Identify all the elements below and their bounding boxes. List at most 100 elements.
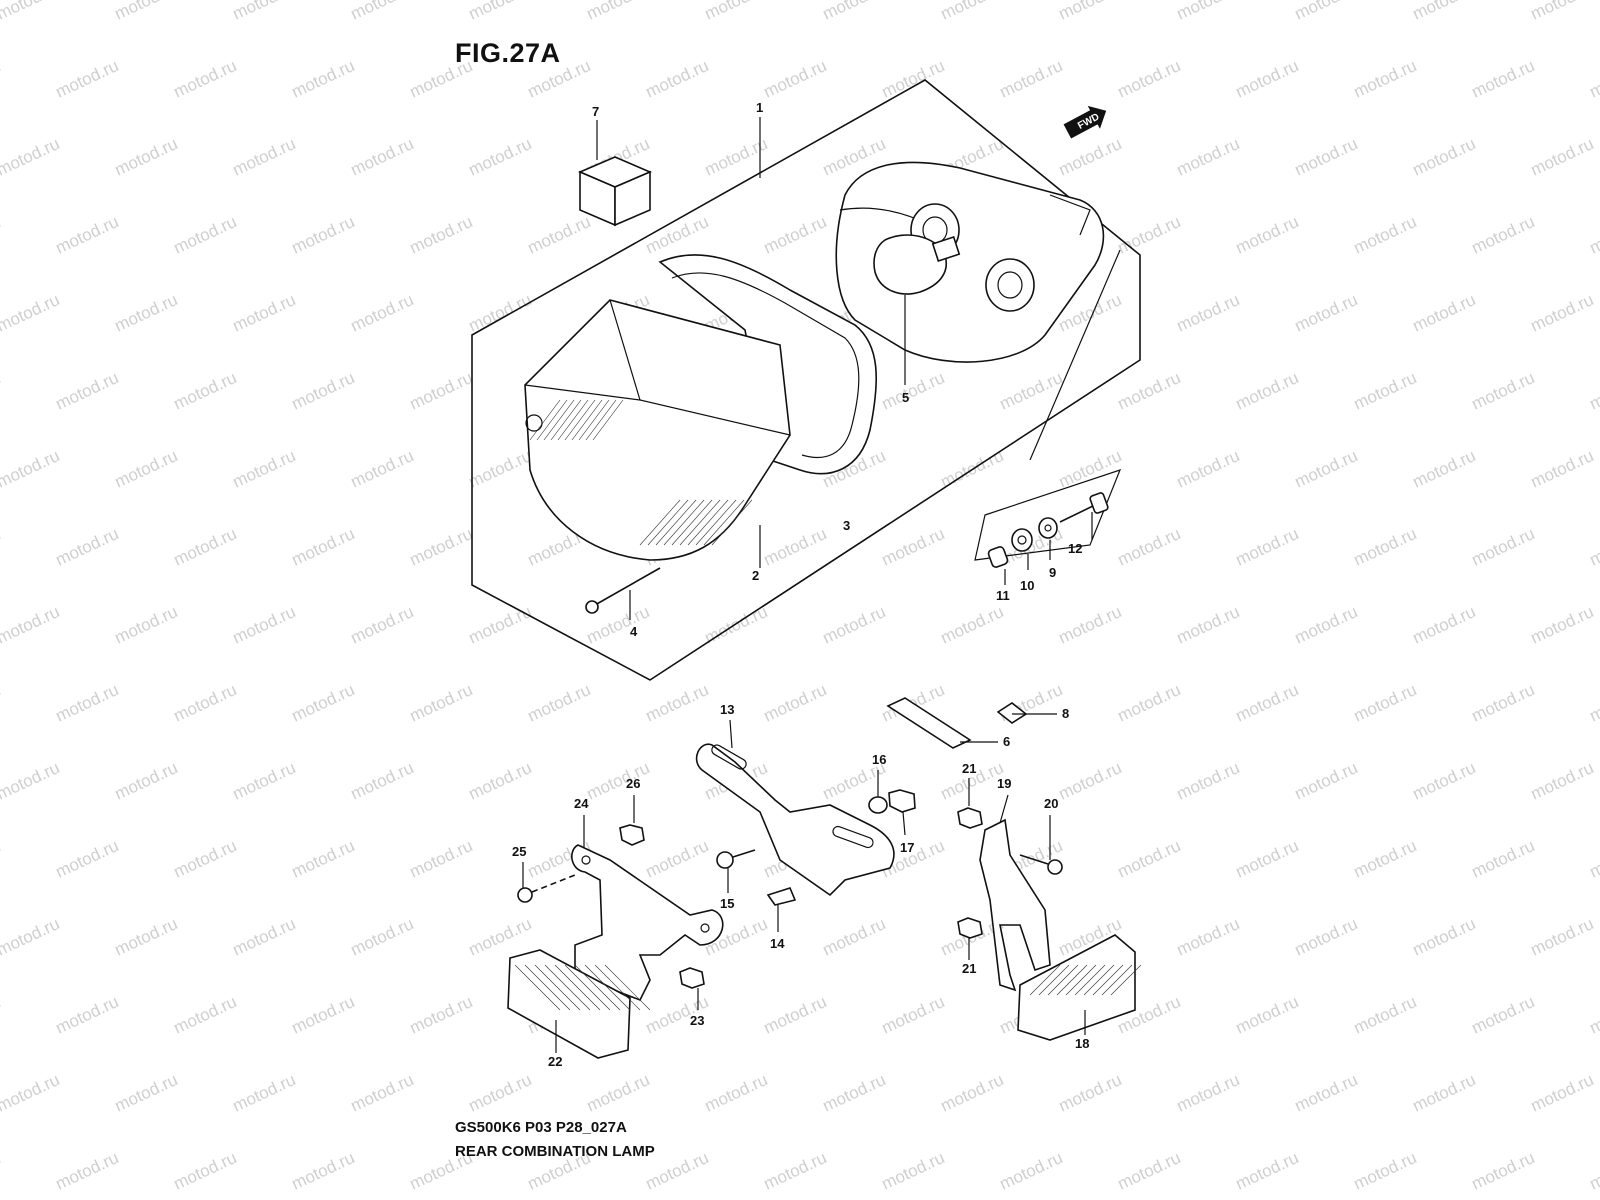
parts-14-17 <box>716 789 916 906</box>
watermark-text: motod.ru <box>1528 602 1597 648</box>
watermark-text: motod.ru <box>466 290 535 336</box>
watermark-text: motod.ru <box>1528 758 1597 804</box>
watermark-text: motod.ru <box>761 992 830 1038</box>
watermark-text: motod.ru <box>1469 680 1538 726</box>
watermark-text: motod.ru <box>1528 446 1597 492</box>
watermark-text: motod.ru <box>1410 446 1479 492</box>
hatch-line <box>578 399 610 441</box>
watermark-text: motod.ru <box>1115 1148 1184 1194</box>
watermark-text: motod.ru <box>407 992 476 1038</box>
watermark-text: motod.ru <box>53 836 122 882</box>
callout-5: 5 <box>902 390 909 405</box>
hatch-line <box>536 399 568 441</box>
hatch-line <box>679 499 721 546</box>
watermark-text: motod.ru <box>407 524 476 570</box>
watermark-text: motod.ru <box>466 134 535 180</box>
watermark-text: motod.ru <box>407 680 476 726</box>
hatch-line <box>1092 964 1124 996</box>
watermark-text: motod.ru <box>820 602 889 648</box>
hatch-line <box>585 399 617 441</box>
watermark-text: motod.ru <box>53 992 122 1038</box>
watermark-text: motod.ru <box>1469 992 1538 1038</box>
watermark-text: motod.ru <box>53 212 122 258</box>
watermark-text: motod.ru <box>1174 1070 1243 1116</box>
watermark-text: motod.ru <box>584 758 653 804</box>
watermark-text: motod.ru <box>230 290 299 336</box>
watermark-text: motod.ru <box>0 758 62 804</box>
watermark-text: motod.ru <box>643 680 712 726</box>
watermark-text: motod.ru <box>466 446 535 492</box>
callout-11: 11 <box>996 588 1010 603</box>
hatch-line <box>543 399 575 441</box>
watermark-text: motod.ru <box>1056 0 1125 24</box>
watermark-text: motod.ru <box>702 0 771 24</box>
fwd-arrow-icon: FWD <box>1063 105 1107 139</box>
watermark-text: motod.ru <box>348 914 417 960</box>
hatch-line <box>529 399 561 441</box>
callout-20: 20 <box>1044 796 1058 811</box>
watermark-text: motod.ru <box>0 992 3 1038</box>
watermark-text: motod.ru <box>348 758 417 804</box>
watermark-text: motod.ru <box>1587 992 1600 1038</box>
watermark-text: motod.ru <box>1351 836 1420 882</box>
watermark-text: motod.ru <box>1292 758 1361 804</box>
watermark-text: motod.ru <box>289 992 358 1038</box>
callout-24: 24 <box>574 796 589 811</box>
watermark-text: motod.ru <box>0 680 3 726</box>
watermark-text: motod.ru <box>289 836 358 882</box>
hatch-line <box>550 399 582 441</box>
watermark-text: motod.ru <box>171 368 240 414</box>
watermark-text: motod.ru <box>230 446 299 492</box>
callout-2: 2 <box>752 568 759 583</box>
watermark-text: motod.ru <box>112 602 181 648</box>
figure-name: REAR COMBINATION LAMP <box>455 1143 655 1160</box>
callout-25: 25 <box>512 844 526 859</box>
hatch-line <box>1110 964 1142 996</box>
watermark-text: motod.ru <box>1292 602 1361 648</box>
watermark-text: motod.ru <box>1351 680 1420 726</box>
callout-4: 4 <box>630 624 638 639</box>
watermark-text: motod.ru <box>1174 758 1243 804</box>
hatch-line <box>1083 964 1115 996</box>
watermark-text: motod.ru <box>112 134 181 180</box>
watermark-text: motod.ru <box>0 1070 62 1116</box>
watermark-text: motod.ru <box>1469 56 1538 102</box>
hatch-line <box>514 964 561 1011</box>
watermark-text: motod.ru <box>348 446 417 492</box>
watermark-text: motod.ru <box>1528 134 1597 180</box>
part-7-clamp-box <box>577 120 653 227</box>
watermark-text: motod.ru <box>525 212 594 258</box>
watermark-text: motod.ru <box>1410 758 1479 804</box>
hatch-line <box>571 399 603 441</box>
watermark-text: motod.ru <box>761 524 830 570</box>
watermark-text: motod.ru <box>997 56 1066 102</box>
hatch-line <box>1074 964 1106 996</box>
watermark-text: motod.ru <box>289 212 358 258</box>
watermark-text: motod.ru <box>938 0 1007 24</box>
watermark-text: motod.ru <box>1410 602 1479 648</box>
hatch-line <box>564 964 611 1011</box>
watermark-text: motod.ru <box>53 524 122 570</box>
parts-9-12-fasteners <box>974 469 1122 568</box>
watermark-text: motod.ru <box>230 602 299 648</box>
watermark-text: motod.ru <box>1351 212 1420 258</box>
hatch-line <box>1038 964 1070 996</box>
callout-21-lower: 21 <box>962 961 976 976</box>
watermark-text: motod.ru <box>1587 680 1600 726</box>
watermark-text: motod.ru <box>348 1070 417 1116</box>
watermark-text: motod.ru <box>879 56 948 102</box>
watermark-text: motod.ru <box>761 1148 830 1194</box>
hatch-line <box>604 964 651 1011</box>
watermark-text: motod.ru <box>1115 368 1184 414</box>
watermark-text: motod.ru <box>1233 56 1302 102</box>
watermark-text: motod.ru <box>289 368 358 414</box>
part-2-lamp-lens <box>524 299 791 561</box>
watermark-text: motod.ru <box>53 680 122 726</box>
watermark-text: motod.ru <box>879 368 948 414</box>
watermark-text: motod.ru <box>1528 0 1597 24</box>
hatch-line <box>647 499 689 546</box>
watermark-text: motod.ru <box>171 1148 240 1194</box>
hatch-line <box>1047 964 1079 996</box>
callout-15: 15 <box>720 896 734 911</box>
